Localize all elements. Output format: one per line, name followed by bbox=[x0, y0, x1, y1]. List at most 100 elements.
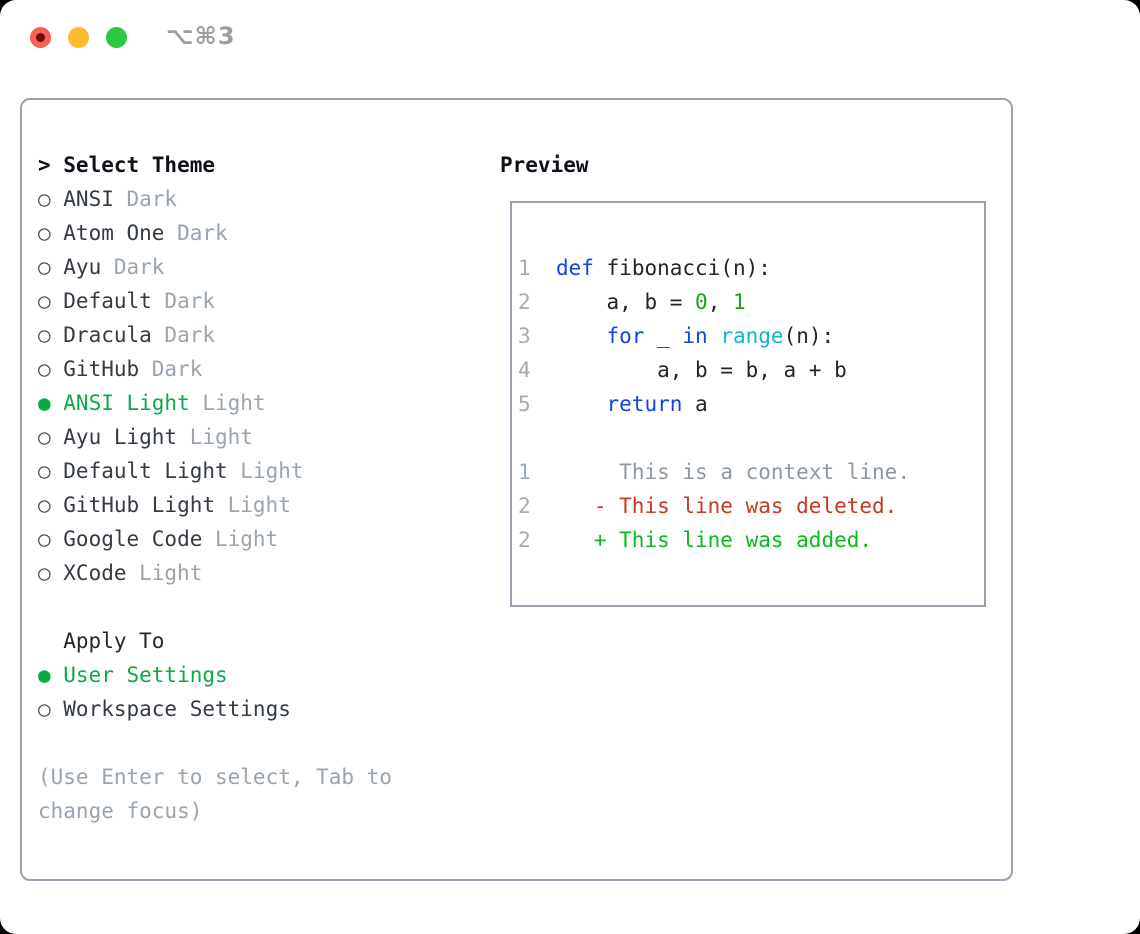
code-token: in bbox=[682, 324, 708, 348]
radio-icon: ○ bbox=[38, 357, 51, 381]
option-label: Default Light bbox=[63, 459, 228, 483]
option-label: GitHub Light bbox=[63, 493, 215, 517]
code-token: 2 bbox=[518, 528, 531, 552]
close-button[interactable] bbox=[30, 27, 51, 48]
radio-icon: ○ bbox=[38, 425, 51, 449]
theme-option-google-code[interactable]: ○ Google Code Light bbox=[38, 522, 483, 556]
code-token: This is a context line. bbox=[619, 460, 910, 484]
radio-icon: ○ bbox=[38, 289, 51, 313]
hint-line-1: (Use Enter to select, Tab to bbox=[38, 765, 393, 789]
theme-variant-label: Dark bbox=[177, 221, 228, 245]
option-label: Google Code bbox=[63, 527, 203, 551]
theme-variant-label: Light bbox=[202, 391, 266, 415]
option-label: Dracula bbox=[63, 323, 152, 347]
code-line: 5 return a bbox=[518, 387, 984, 421]
theme-variant-label: Dark bbox=[164, 323, 215, 347]
radio-icon: ○ bbox=[38, 493, 51, 517]
code-token: 1 bbox=[518, 256, 531, 280]
theme-option-default[interactable]: ○ Default Dark bbox=[38, 284, 483, 318]
code-token: 2 bbox=[518, 290, 531, 314]
theme-option-default-light[interactable]: ○ Default Light Light bbox=[38, 454, 483, 488]
theme-option-ayu[interactable]: ○ Ayu Dark bbox=[38, 250, 483, 284]
code-token: a bbox=[682, 392, 708, 416]
code-token: 2 bbox=[518, 494, 531, 518]
code-token: + This line was added. bbox=[593, 528, 873, 552]
theme-option-dracula[interactable]: ○ Dracula Dark bbox=[38, 318, 483, 352]
radio-icon: ○ bbox=[38, 221, 51, 245]
code-token: 1 bbox=[732, 290, 746, 314]
code-line: 4 a, b = b, a + b bbox=[518, 353, 984, 387]
code-token: 3 bbox=[518, 324, 531, 348]
option-label: Ayu bbox=[63, 255, 102, 279]
traffic-lights bbox=[30, 27, 127, 48]
theme-variant-label: Dark bbox=[151, 357, 203, 381]
spacer bbox=[38, 726, 483, 760]
theme-variant-label: Light bbox=[214, 527, 279, 551]
focus-caret-icon: > bbox=[38, 153, 51, 177]
code-line: 1 This is a context line. bbox=[518, 455, 984, 489]
code-token: for bbox=[606, 324, 645, 348]
option-label: ANSI bbox=[63, 187, 114, 211]
code-token bbox=[531, 528, 594, 552]
apply-to-list: ● User Settings ○Workspace Settings bbox=[38, 658, 483, 726]
code-token: (n): bbox=[783, 324, 835, 348]
theme-variant-label: Light bbox=[240, 459, 304, 483]
theme-variant-label: Light bbox=[139, 561, 203, 585]
theme-option-github[interactable]: ○ GitHub Dark bbox=[38, 352, 483, 386]
code-line: 2 - This line was deleted. bbox=[518, 489, 984, 523]
code-token: def bbox=[555, 256, 594, 280]
option-label: User Settings bbox=[63, 663, 228, 687]
code-line: 2 a, b = 0, 1 bbox=[518, 285, 984, 319]
code-token: range bbox=[720, 324, 784, 348]
code-token bbox=[531, 324, 607, 348]
code-token bbox=[531, 494, 594, 518]
radio-icon: ○ bbox=[38, 459, 51, 483]
apply-option-user-settings[interactable]: ● User Settings bbox=[38, 658, 483, 692]
option-label: Default bbox=[63, 289, 152, 313]
radio-icon: ○ bbox=[38, 561, 51, 585]
radio-icon: ○ bbox=[38, 323, 51, 347]
code-line bbox=[518, 421, 984, 455]
theme-option-github-light[interactable]: ○ GitHub Light Light bbox=[38, 488, 483, 522]
theme-variant-label: Dark bbox=[113, 255, 165, 279]
theme-variant-label: Dark bbox=[126, 187, 178, 211]
spacer bbox=[38, 590, 483, 624]
code-token bbox=[531, 392, 607, 416]
select-theme-title: Select Theme bbox=[63, 153, 215, 177]
theme-option-ansi[interactable]: ○ ANSI Dark bbox=[38, 182, 483, 216]
code-token bbox=[708, 324, 721, 348]
option-label: XCode bbox=[63, 561, 127, 585]
radio-icon: ○ bbox=[38, 255, 51, 279]
option-label: GitHub bbox=[63, 357, 140, 381]
apply-option-workspace-settings[interactable]: ○Workspace Settings bbox=[38, 692, 483, 726]
code-token: 4 bbox=[518, 358, 531, 382]
code-token: 0 bbox=[695, 290, 708, 314]
radio-icon: ○ bbox=[38, 527, 51, 551]
theme-variant-label: Light bbox=[227, 493, 291, 517]
radio-selected-icon: ● bbox=[38, 391, 51, 415]
theme-option-atom-one[interactable]: ○ Atom One Dark bbox=[38, 216, 483, 250]
zoom-button[interactable] bbox=[106, 27, 127, 48]
theme-option-xcode[interactable]: ○ XCode Light bbox=[38, 556, 483, 590]
window-title: ⌥⌘3 bbox=[166, 22, 236, 50]
apply-to-header: Apply To bbox=[63, 629, 165, 653]
hint-line-2: change focus) bbox=[38, 799, 203, 823]
radio-icon: ○ bbox=[38, 187, 51, 211]
code-token: , bbox=[707, 290, 733, 314]
option-label: Atom One bbox=[63, 221, 165, 245]
select-theme-header: > Select Theme bbox=[38, 148, 483, 182]
theme-variant-label: Dark bbox=[164, 289, 215, 313]
radio-selected-icon: ● bbox=[38, 663, 51, 687]
code-token: a, b = bbox=[530, 290, 696, 314]
theme-variant-label: Light bbox=[189, 425, 253, 449]
code-token: - This line was deleted. bbox=[593, 494, 898, 518]
code-line: 2 + This line was added. bbox=[518, 523, 984, 557]
code-token: _ bbox=[644, 324, 683, 348]
minimize-button[interactable] bbox=[68, 27, 89, 48]
